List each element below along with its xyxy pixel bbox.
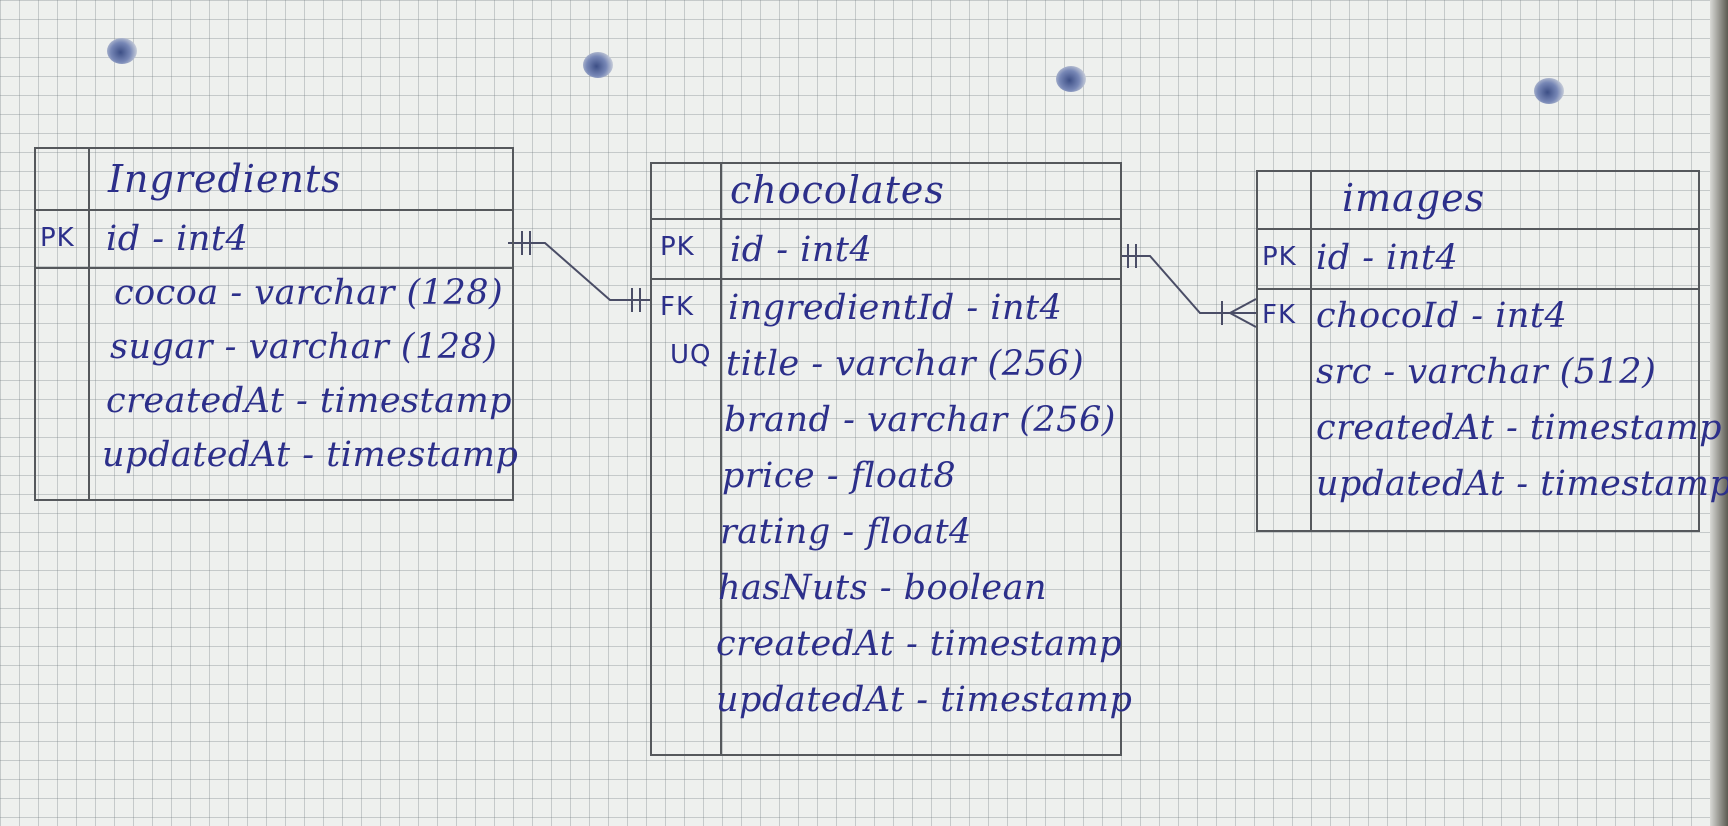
column-name: chocoId - int4: [1316, 296, 1568, 336]
punch-hole: [1056, 66, 1086, 92]
pk-label: PK: [1262, 242, 1297, 272]
column-name: rating - float4: [720, 512, 972, 552]
column-name: ingredientId - int4: [728, 288, 1063, 328]
table-title: Ingredients: [108, 157, 342, 201]
table-title-row: images: [1258, 172, 1698, 230]
punch-hole: [107, 38, 137, 64]
punch-hole: [1534, 78, 1564, 104]
key-column: [36, 149, 90, 499]
key-column: [1258, 172, 1312, 530]
column-name: id - int4: [1316, 238, 1459, 278]
table-images: images PK FK id - int4 chocoId - int4 sr…: [1256, 170, 1728, 532]
punch-hole: [583, 52, 613, 78]
key-column: [652, 164, 722, 754]
table-title: chocolates: [730, 168, 945, 212]
table-chocolates: chocolates PK FK UQ id - int4 ingredient…: [650, 162, 1132, 756]
table-ingredients: Ingredients PK id - int4 cocoa - varchar…: [34, 147, 518, 501]
uq-label: UQ: [670, 340, 712, 370]
relationship-chocolates-images: [1120, 255, 1256, 314]
column-name: brand - varchar (256): [724, 400, 1116, 440]
pk-row: [1258, 228, 1698, 290]
column-name: title - varchar (256): [726, 344, 1085, 384]
paper-edge: [1710, 0, 1728, 826]
pk-label: PK: [660, 232, 695, 262]
column-name: id - int4: [106, 219, 249, 259]
pk-row: [36, 209, 512, 269]
pk-label: PK: [40, 223, 75, 253]
column-name: createdAt - timestamp: [716, 624, 1123, 664]
crows-foot-mark: [1227, 298, 1257, 328]
column-name: createdAt - timestamp: [106, 381, 513, 421]
column-name: cocoa - varchar (128): [114, 273, 504, 313]
column-name: updatedAt - timestamp: [1316, 464, 1728, 504]
column-name: updatedAt - timestamp: [716, 680, 1133, 720]
table-title-row: chocolates: [652, 164, 1120, 220]
table-title-row: Ingredients: [36, 149, 512, 211]
fk-label: FK: [660, 292, 695, 322]
column-name: src - varchar (512): [1316, 352, 1657, 392]
pk-row: [652, 218, 1120, 280]
column-name: updatedAt - timestamp: [102, 435, 519, 475]
column-name: id - int4: [730, 230, 873, 270]
table-title: images: [1342, 176, 1486, 220]
column-name: price - float8: [722, 456, 957, 496]
fk-label: FK: [1262, 300, 1297, 330]
column-name: createdAt - timestamp: [1316, 408, 1723, 448]
column-name: sugar - varchar (128): [110, 327, 498, 367]
column-name: hasNuts - boolean: [718, 568, 1048, 608]
